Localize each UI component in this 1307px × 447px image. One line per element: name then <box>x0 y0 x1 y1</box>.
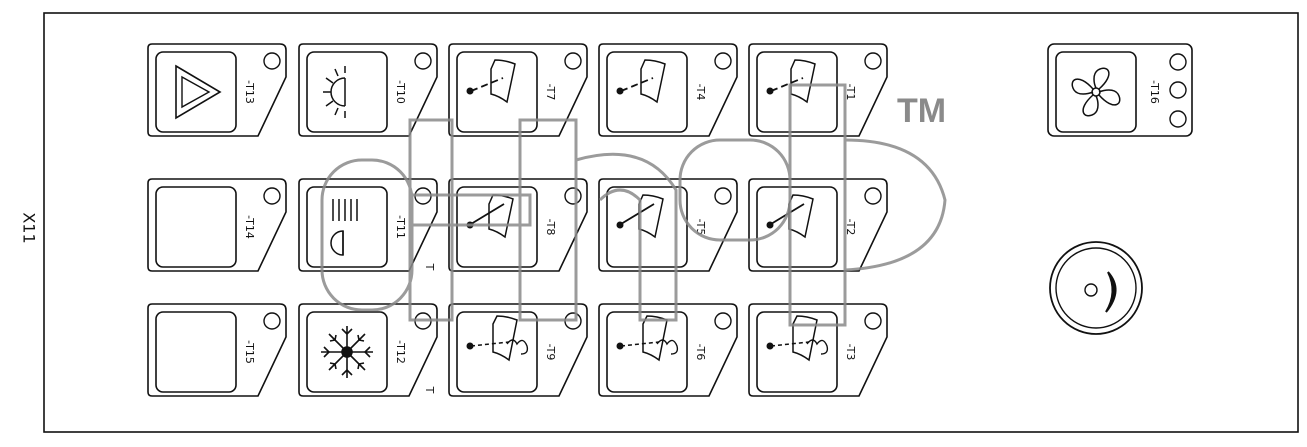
button-t12[interactable]: -T12 T <box>298 303 438 397</box>
button-t1[interactable]: -T1 <box>748 43 888 137</box>
button-label: -T16 <box>1148 80 1161 104</box>
knob-center-icon <box>1084 283 1098 297</box>
button-label: -T4 <box>694 84 707 101</box>
panel-frame <box>43 12 1299 433</box>
button-t3[interactable]: -T3 <box>748 303 888 397</box>
button-t14[interactable]: -T14 <box>147 178 287 272</box>
snowflake-icon <box>321 326 373 378</box>
button-t16[interactable]: -T16 <box>1047 43 1193 137</box>
work-light-icon <box>323 66 346 118</box>
hazard-triangle-icon <box>175 64 222 120</box>
button-t10[interactable]: -T10 <box>298 43 438 137</box>
button-t15[interactable]: -T15 <box>147 303 287 397</box>
terminal-mark: T <box>423 386 436 394</box>
headlight-icon <box>330 199 358 256</box>
fan-icon <box>1071 67 1121 117</box>
button-t13[interactable]: -T13 <box>147 43 287 137</box>
button-label: -T14 <box>243 215 256 239</box>
button-t2[interactable]: -T2 <box>748 178 888 272</box>
button-label: -T1 <box>844 84 857 101</box>
button-label: -T7 <box>544 84 557 101</box>
button-label: -T9 <box>544 344 557 361</box>
button-t11[interactable]: -T11 T <box>298 178 438 272</box>
button-t5[interactable]: -T5 <box>598 178 738 272</box>
knob-indicator-icon <box>1105 271 1117 313</box>
watermark-trademark: TM <box>897 92 946 130</box>
rotary-knob[interactable] <box>1049 241 1143 335</box>
button-t9[interactable]: -T9 <box>448 303 588 397</box>
watermark <box>320 83 947 327</box>
terminal-mark: T <box>423 263 436 271</box>
button-label: -T6 <box>694 344 707 361</box>
button-label: -T11 <box>394 215 407 239</box>
button-label: -T8 <box>544 219 557 236</box>
button-label: -T3 <box>844 344 857 361</box>
button-t6[interactable]: -T6 <box>598 303 738 397</box>
button-t7[interactable]: -T7 <box>448 43 588 137</box>
button-label: -T12 <box>394 340 407 364</box>
panel-label: X11 <box>20 212 39 243</box>
button-label: -T15 <box>243 340 256 364</box>
button-label: -T13 <box>243 80 256 104</box>
button-t4[interactable]: -T4 <box>598 43 738 137</box>
button-label: -T2 <box>844 219 857 236</box>
button-label: -T10 <box>394 80 407 104</box>
button-t8[interactable]: -T8 <box>448 178 588 272</box>
